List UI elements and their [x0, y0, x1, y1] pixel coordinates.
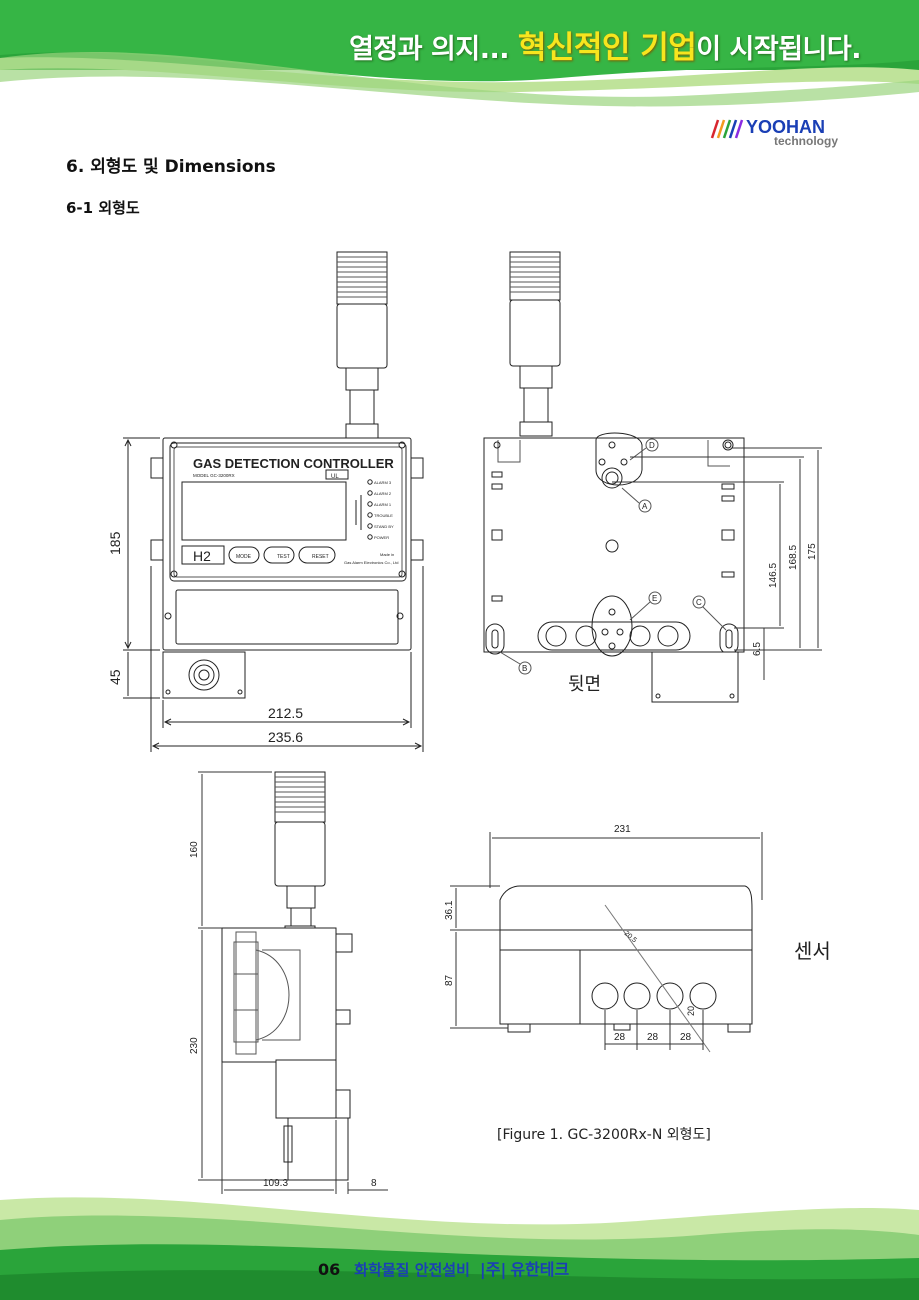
dim-sensor-pitch: 28	[680, 1032, 692, 1043]
test-button	[263, 546, 295, 564]
company-logo: YOOHAN technology	[710, 117, 838, 148]
reset-button-label: RESET	[312, 554, 329, 560]
dim-side-top: 160	[189, 841, 200, 858]
mode-button-label: MODE	[236, 554, 252, 560]
callout-c: C	[696, 598, 702, 607]
side-view: 160 230 109.3 8	[189, 771, 388, 1194]
header-slogan: 열정과 의지... 혁신적인 기업이 시작됩니다.	[349, 22, 861, 67]
callout-d: D	[649, 441, 655, 450]
dim-side-8: 8	[371, 1178, 377, 1189]
front-sensor-box	[162, 651, 246, 699]
lcd-screen	[181, 481, 347, 541]
led-label: ALARM 2	[374, 491, 392, 496]
slogan-highlight: 혁신적인 기업	[517, 30, 697, 66]
dim-side-body: 230	[189, 1037, 200, 1054]
beacon-tower	[336, 251, 388, 439]
dim-rear-1: 146.5	[768, 563, 779, 588]
dim-sensor-pitch: 28	[647, 1032, 659, 1043]
slogan-pre: 열정과 의지...	[349, 34, 518, 65]
rear-view: D A E C B 뒷면 146.5 168.5 175 6.5	[483, 251, 822, 703]
led-label: ALARM 1	[374, 502, 392, 507]
dim-sensor-pitch: 28	[614, 1032, 626, 1043]
footer-banner	[0, 1197, 919, 1300]
dim-sensor-cap: 36.1	[444, 900, 455, 920]
slogan-post: 이 시작됩니다.	[696, 34, 861, 65]
sensor-dimensions: 231 36.1 87 20.5 20 28 28 28	[444, 824, 763, 1050]
logo-stripes-icon	[710, 119, 744, 139]
sensor-view: 231 36.1 87 20.5 20 28 28 28 센서	[444, 824, 831, 1053]
rear-beacon	[509, 251, 561, 437]
front-brand-title: GAS DETECTION CONTROLLER	[193, 456, 394, 471]
side-dimensions: 160 230 109.3 8	[189, 771, 388, 1194]
figure-caption: [Figure 1. GC-3200Rx-N 외형도]	[497, 1127, 711, 1143]
sensor-view-label: 센서	[794, 940, 831, 963]
dim-rear-2: 168.5	[788, 545, 799, 570]
dim-front-outer-width: 235.6	[268, 729, 303, 745]
logo-text: YOOHAN	[746, 117, 825, 137]
section-title: 6. 외형도 및 Dimensions	[66, 157, 276, 177]
reset-button	[298, 546, 336, 564]
callout-a: A	[642, 502, 648, 511]
dim-front-height: 185	[107, 531, 123, 555]
front-dimensions: 185 45 212.5 235.6	[107, 437, 424, 752]
callout-e: E	[652, 594, 657, 603]
dim-front-inner-width: 212.5	[268, 705, 303, 721]
front-model-label: MODEL GC-3200RX	[193, 473, 235, 478]
led-label: STAND BY	[374, 524, 394, 529]
dim-rear-3: 175	[807, 543, 818, 560]
gas-display: H2	[193, 548, 211, 564]
callout-b: B	[522, 664, 527, 673]
company-desc: 화학물질 안전설비	[354, 1261, 470, 1279]
footer-separator: |주|	[479, 1260, 507, 1279]
section-subtitle: 6-1 외형도	[66, 199, 140, 217]
maker-line-1: Made in	[380, 552, 394, 557]
mode-button	[228, 546, 260, 564]
page-number: 06	[318, 1260, 341, 1279]
dim-rear-4: 6.5	[752, 642, 763, 656]
dim-side-depth: 109.3	[263, 1178, 288, 1189]
company-name: 유한테크	[510, 1260, 570, 1279]
dim-front-sensor: 45	[107, 669, 123, 685]
dim-sensor-width: 231	[614, 824, 631, 835]
logo-sub: technology	[774, 134, 838, 148]
status-led-panel: ALARM 3 ALARM 2 ALARM 1 TROUBLE STAND BY…	[367, 479, 394, 540]
footer: 06 화학물질 안전설비 |주|유한테크	[318, 1256, 569, 1280]
led-label: ALARM 3	[374, 480, 392, 485]
dim-sensor-body: 87	[444, 974, 455, 986]
led-label: POWER	[374, 535, 389, 540]
rear-dimensions: 146.5 168.5 175 6.5	[612, 447, 822, 680]
rear-view-label: 뒷면	[568, 674, 601, 694]
front-view: GAS DETECTION CONTROLLER MODEL GC-3200RX…	[107, 251, 424, 752]
maker-line-2: Gas Alarm Electronics Co., Ltd	[344, 560, 398, 565]
test-button-label: TEST	[277, 554, 290, 560]
ul-mark: UL	[331, 474, 339, 480]
led-label: TROUBLE	[374, 513, 393, 518]
header-banner	[0, 0, 919, 107]
dim-sensor-hole: 20	[686, 1006, 696, 1016]
